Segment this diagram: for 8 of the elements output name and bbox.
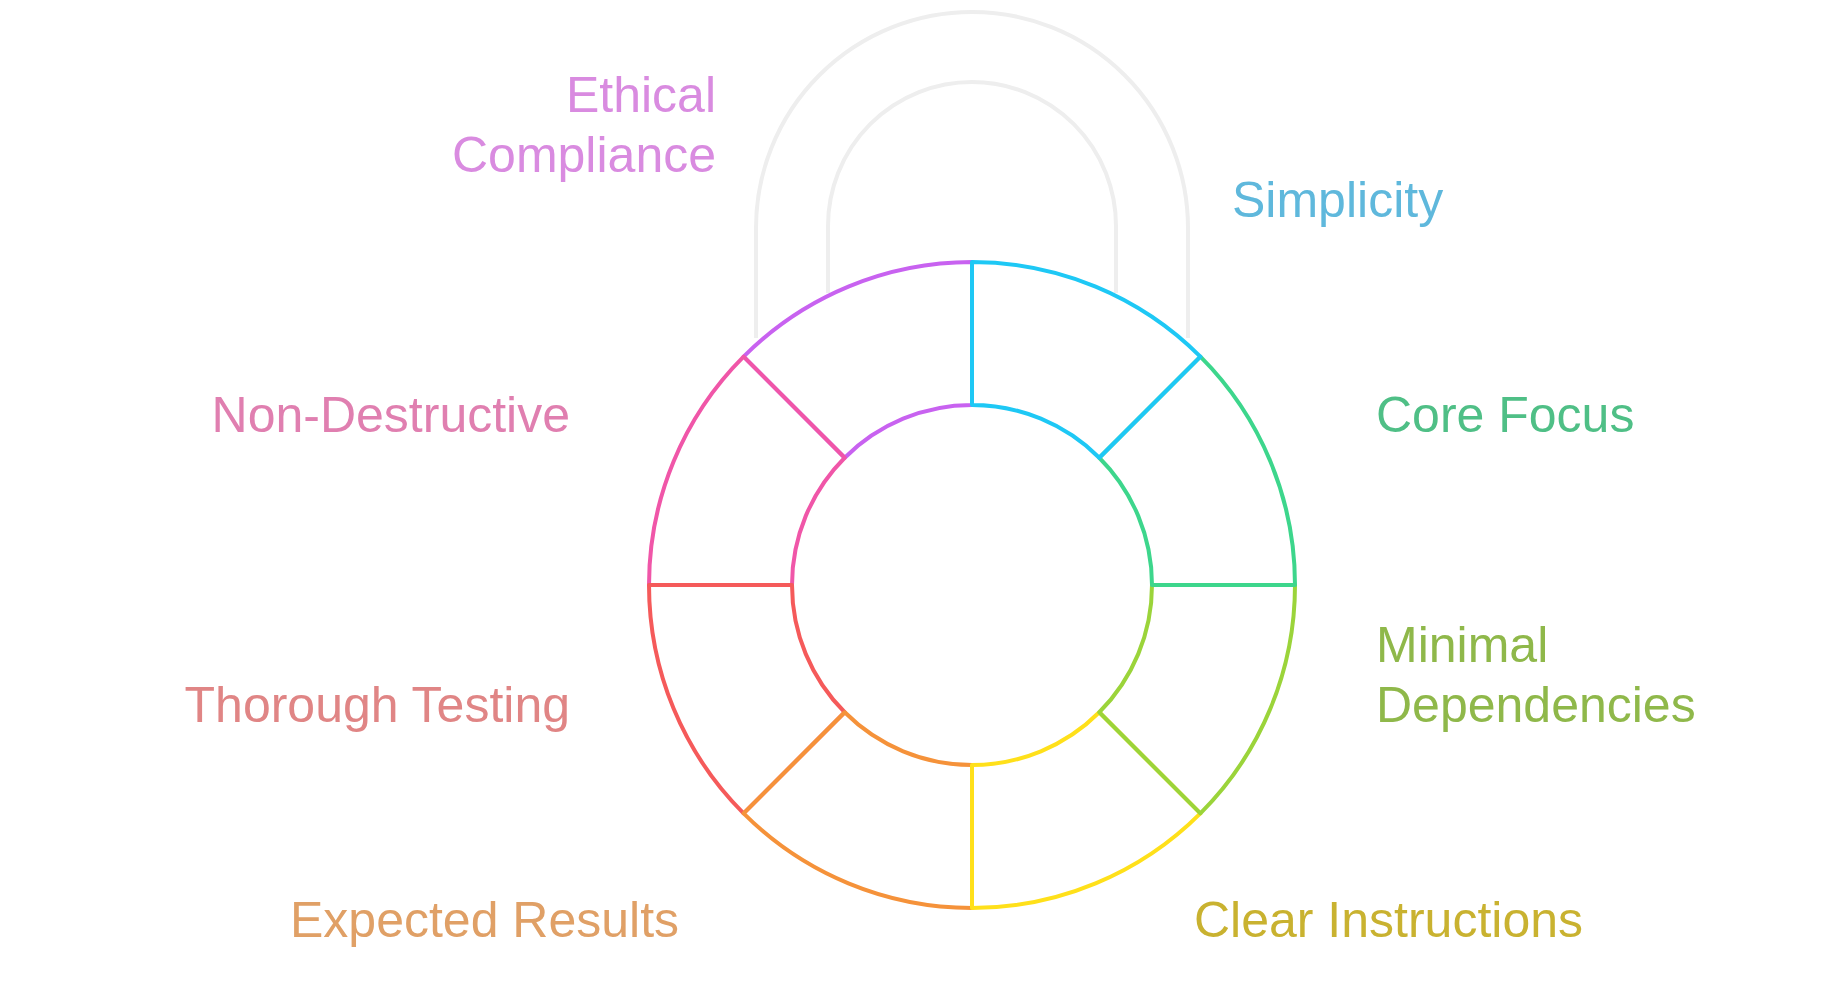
principle-label: Core Focus [1376,386,1636,445]
principle-label: Simplicity [1232,171,1445,230]
principle-label: Clear Instructions [1194,891,1585,950]
principle-label: Ethical Compliance [451,66,716,185]
principle-label: Non-Destructive [210,386,570,445]
principle-label: Minimal Dependencies [1376,616,1697,735]
principle-label: Expected Results [290,891,681,950]
principle-label: Thorough Testing [183,676,570,735]
